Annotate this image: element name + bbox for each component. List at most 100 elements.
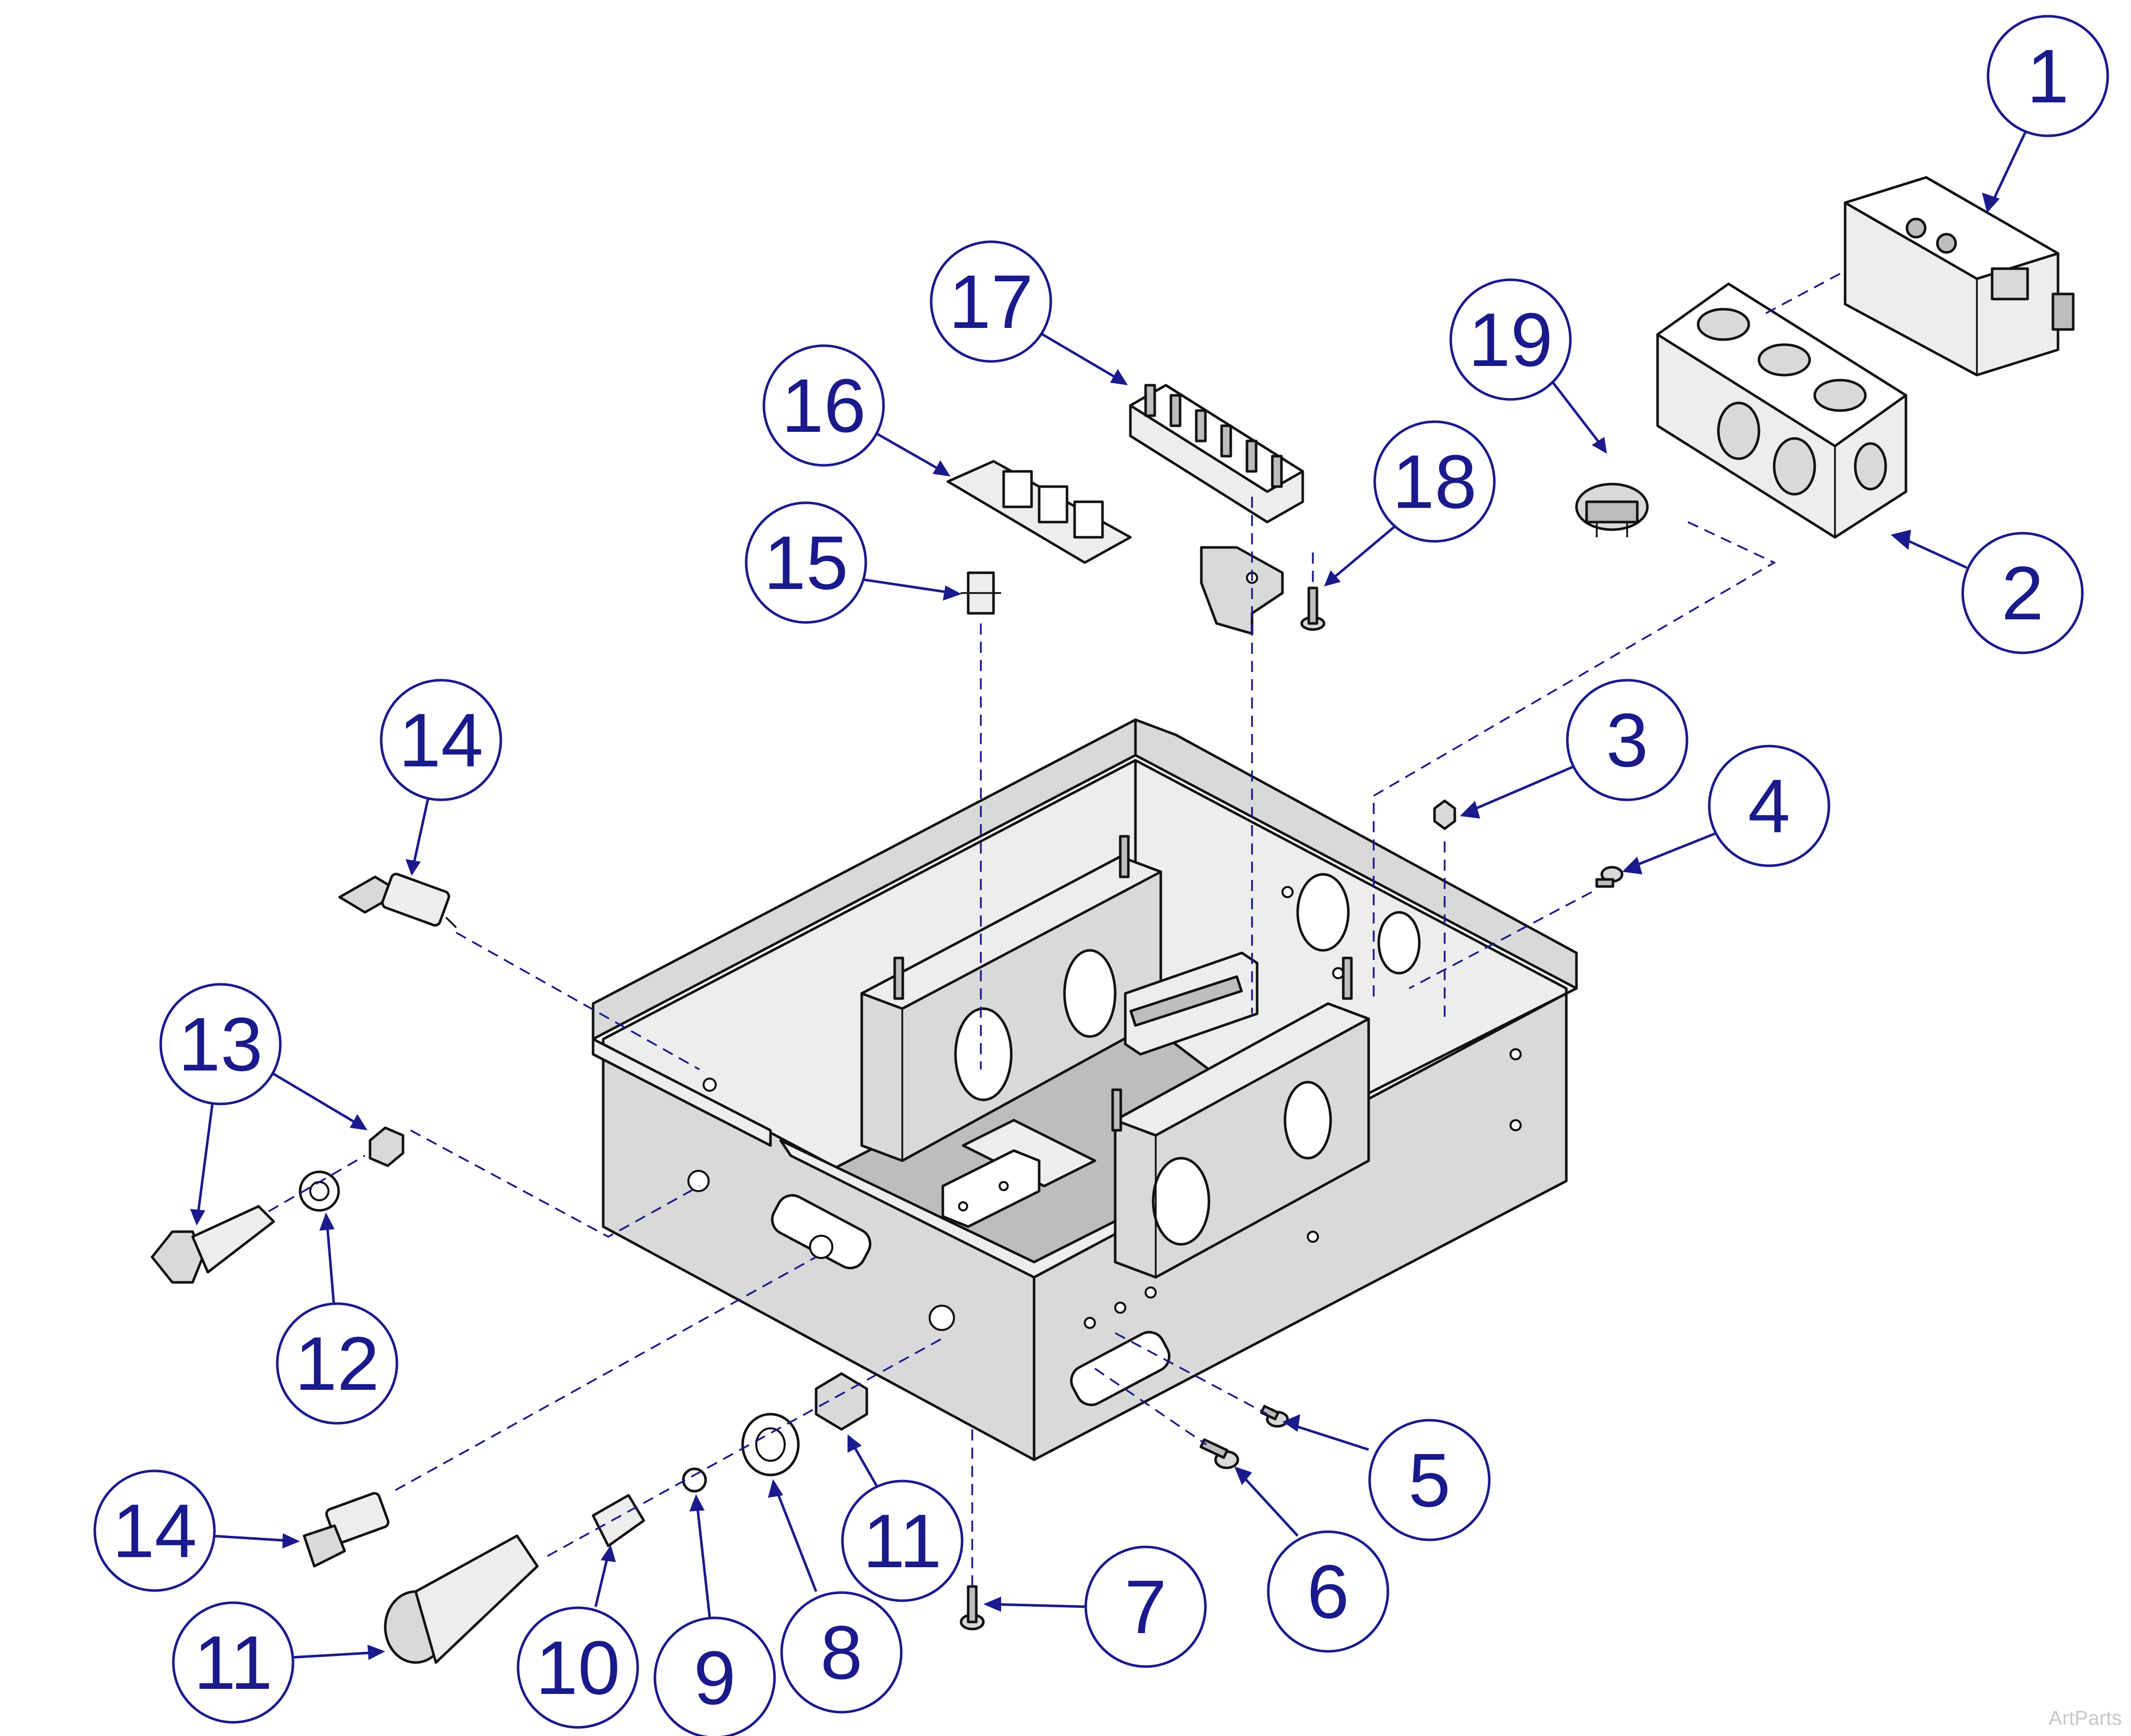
part-6-shank [1199, 1438, 1229, 1459]
inner-terminal-row [1129, 975, 1243, 1027]
arrow-16 [933, 460, 950, 476]
callout-18: 18 [1373, 420, 1496, 543]
part-12-washer-hole [309, 1181, 329, 1201]
arrow-1 [1982, 193, 2000, 213]
arrow-6 [1234, 1466, 1252, 1485]
back-hole-3 [703, 1078, 717, 1092]
front-right-slot [1070, 1331, 1171, 1407]
back-hole-2 [1332, 967, 1344, 979]
dash-4 [1409, 891, 1592, 989]
callout-11a-circle [841, 1480, 964, 1602]
callout-18-label: 18 [1392, 439, 1477, 524]
leader-7 [990, 1603, 1088, 1608]
callout-8-circle [780, 1591, 903, 1714]
part-17-post-e [1245, 439, 1258, 473]
callout-14b: 14 [93, 1469, 216, 1592]
part-4-shank [1595, 878, 1614, 888]
callout-11b-circle [172, 1601, 295, 1724]
front-right-hole-c [1145, 1286, 1157, 1299]
callout-5-label: 5 [1408, 1437, 1450, 1523]
dash-11 [547, 1337, 943, 1557]
back-right-wall-top [1134, 718, 1578, 990]
callout-17-label: 17 [949, 259, 1034, 344]
part-1-top [1844, 176, 2060, 280]
front-left-hole-b [929, 1305, 955, 1331]
callout-15: 15 [745, 501, 867, 624]
leader-5 [1290, 1423, 1369, 1451]
callout-10-label: 10 [536, 1625, 620, 1710]
part-6-screw [1199, 1438, 1239, 1469]
bracket-right-top [1114, 1002, 1370, 1137]
back-knockout-2 [1377, 911, 1421, 975]
bracket-left-stud-a [893, 956, 904, 1000]
arrow-13b [190, 1209, 205, 1226]
leader-10 [594, 1553, 610, 1607]
part-18-screw-shank [1307, 586, 1318, 625]
callout-2: 2 [1961, 532, 2084, 654]
watermark-text: ArtParts [2048, 1707, 2122, 1729]
part-2-knock-f [1854, 442, 1887, 491]
small-block-hole-b [999, 1181, 1009, 1191]
callout-13-circle [159, 983, 282, 1105]
callout-9-circle [653, 1616, 776, 1736]
callout-11a: 11 [841, 1480, 964, 1602]
arrow-4 [1622, 857, 1642, 874]
callout-17-circle [930, 240, 1052, 363]
arrow-5 [1282, 1414, 1300, 1432]
callout-8: 8 [780, 1591, 903, 1714]
callout-14b-label: 14 [113, 1488, 197, 1573]
leader-13b [196, 1099, 214, 1217]
part-17-terminal-strip [1129, 384, 1304, 524]
part-13-nut [369, 1126, 405, 1167]
callout-1-label: 1 [2027, 33, 2069, 119]
leader-13a [265, 1068, 361, 1127]
callout-9-label: 9 [693, 1635, 736, 1720]
dash-5 [1115, 1332, 1268, 1415]
part-8-washer-hole [755, 1427, 786, 1462]
callout-19-label: 19 [1468, 297, 1553, 382]
bracket-left-stud-b [1119, 835, 1130, 878]
callout-5: 5 [1368, 1419, 1491, 1541]
arrow-18 [1324, 570, 1341, 586]
dash-19-box [1373, 521, 1776, 1004]
callout-11a-label: 11 [863, 1498, 942, 1583]
back-knockout-1 [1296, 873, 1350, 952]
inner-bracket-right [1111, 956, 1370, 1279]
arrow-11b [368, 1645, 385, 1660]
callout-18-circle [1373, 420, 1496, 543]
part-2-knock-a [1697, 308, 1750, 341]
callout-17: 17 [930, 240, 1052, 363]
leader-18 [1330, 526, 1395, 581]
leader-19 [1550, 379, 1603, 447]
part-9-washer [682, 1467, 707, 1493]
part-1-ear [2051, 292, 2075, 331]
part-13-thread [191, 1205, 275, 1274]
part-14-top-body [381, 872, 451, 927]
callout-19: 19 [1449, 278, 1572, 401]
callout-5-circle [1368, 1419, 1491, 1541]
callout-14a-circle [380, 679, 502, 801]
part-1-screw-a [1905, 217, 1927, 239]
callout-15-label: 15 [764, 520, 849, 605]
callout-4-circle [1708, 745, 1830, 867]
arrow-10 [601, 1545, 616, 1562]
part-7-shank [967, 1585, 978, 1623]
arrow-9 [689, 1494, 705, 1511]
arrow-2 [1891, 530, 1911, 550]
callout-15-circle [745, 501, 867, 624]
callout-1: 1 [1987, 15, 2109, 137]
leader-16 [871, 429, 944, 473]
leader-2 [1905, 538, 1968, 569]
front-right-hole-b [1114, 1302, 1126, 1314]
part-1-tab [1991, 267, 2029, 301]
part-2-knock-e [1773, 437, 1816, 496]
callout-12-label: 12 [295, 1321, 380, 1406]
part-15-standoff [961, 571, 1001, 615]
arrow-3 [1460, 801, 1480, 819]
arrow-13a [350, 1114, 368, 1130]
front-right-hole-d [1307, 1231, 1319, 1243]
front-left-slot-hole [809, 1235, 833, 1259]
callout-2-circle [1961, 532, 2084, 654]
part-19-strap [1585, 500, 1639, 524]
arrow-15 [943, 585, 962, 601]
